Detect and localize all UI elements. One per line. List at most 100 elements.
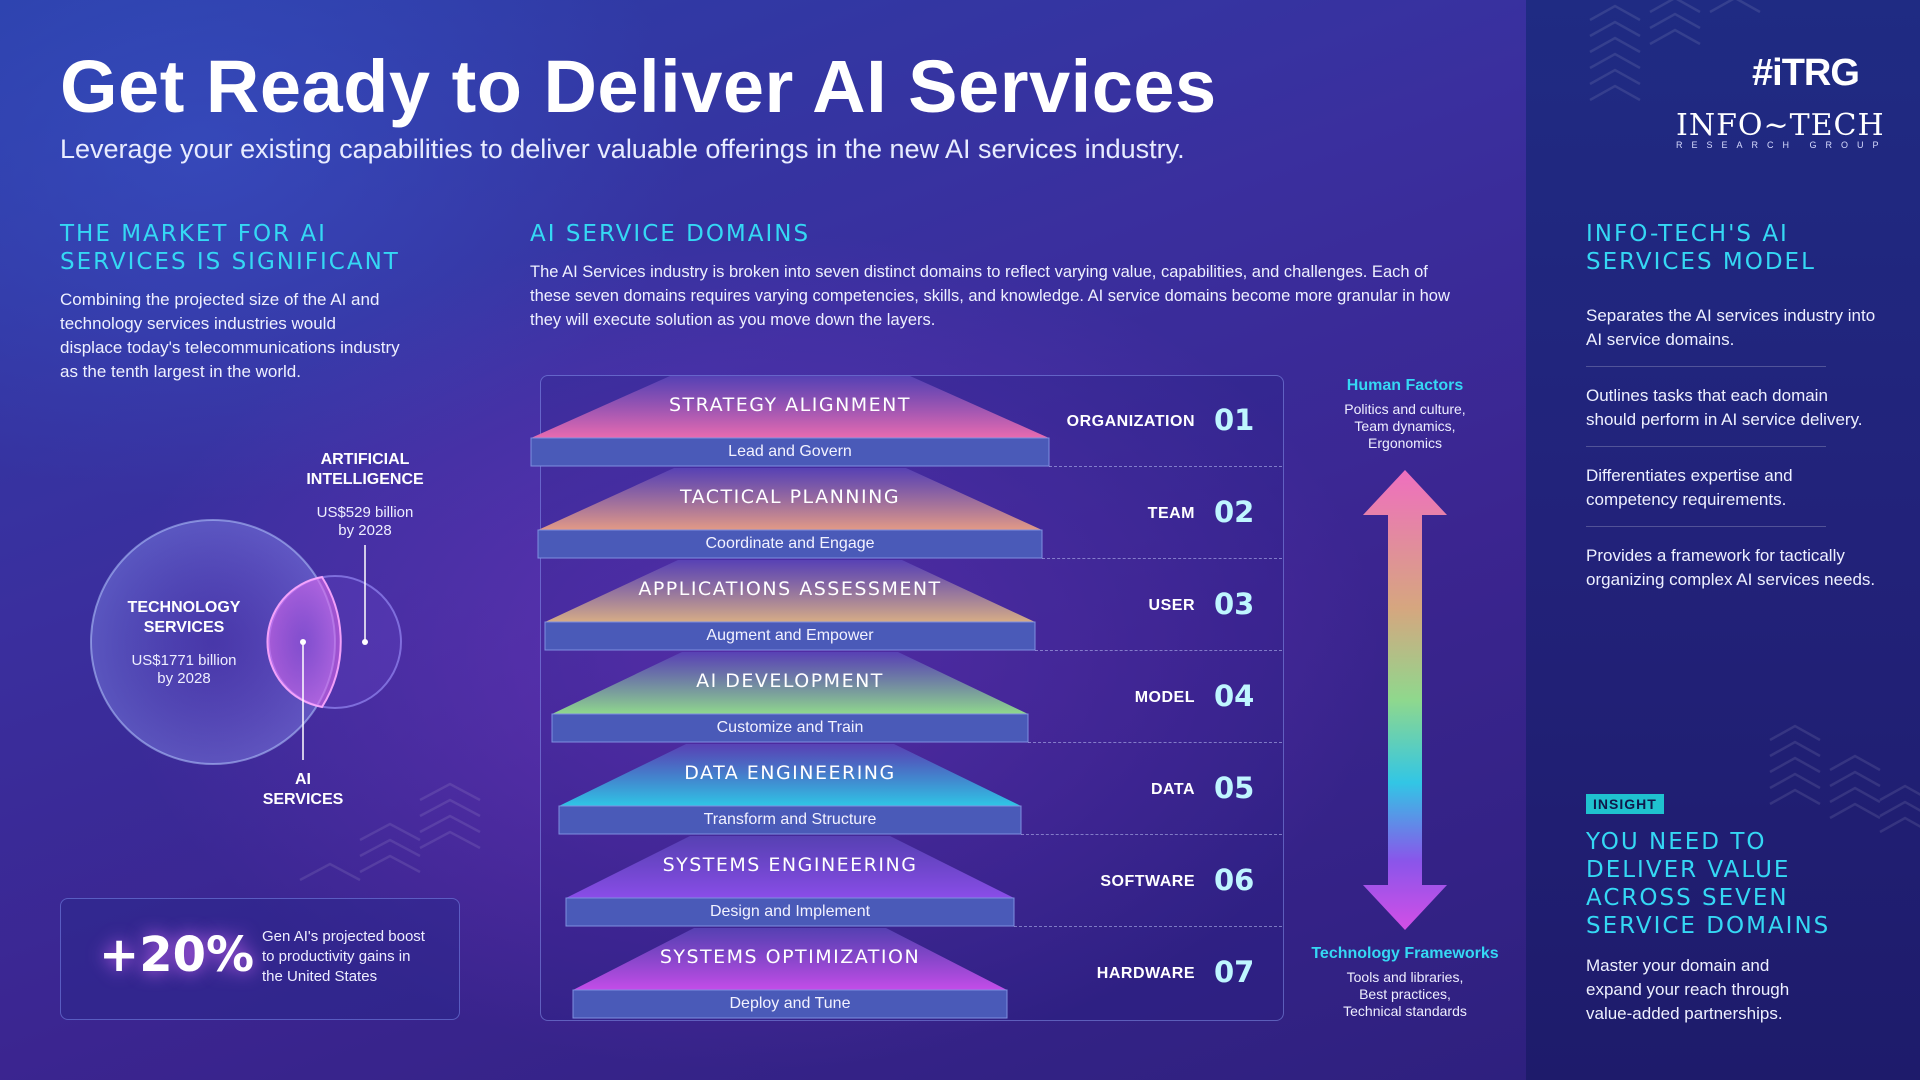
layer-subtitle: Lead and Govern: [728, 443, 852, 460]
model-divider: [1586, 526, 1826, 527]
domain-label: MODEL: [1134, 689, 1195, 706]
right-panel: [1526, 0, 1920, 1080]
pyramid-layer-shape: [558, 744, 1022, 835]
domain-label: USER: [1148, 597, 1195, 614]
domain-label: DATA: [1150, 781, 1195, 798]
domain-label: SOFTWARE: [1100, 873, 1195, 890]
pyramid-layer-shape: [565, 836, 1015, 927]
insight-heading-line: SERVICE DOMAINS: [1586, 913, 1831, 939]
ai-services-label: AI SERVICES: [243, 770, 363, 810]
layer-subtitle: Transform and Structure: [703, 811, 877, 828]
insight-heading-line: YOU NEED TO: [1586, 829, 1767, 855]
venn-label: SERVICES: [143, 619, 225, 636]
pyramid-layer-shape: [537, 468, 1043, 559]
model-divider: [1586, 366, 1826, 367]
technology-frameworks-line: Technical standards: [1343, 1003, 1467, 1019]
human-factors-line: Team dynamics,: [1354, 418, 1456, 434]
venn-value: by 2028: [157, 670, 211, 687]
layer-divider: [1014, 926, 1282, 927]
human-factors-line: Politics and culture,: [1344, 401, 1466, 417]
model-item: Outlines tasks that each domain should p…: [1586, 386, 1863, 429]
layer-divider: [1049, 466, 1282, 467]
insight-body: Master your domain and expand your reach…: [1586, 956, 1790, 1023]
layer-subtitle: Coordinate and Engage: [705, 535, 875, 552]
domain-number: 04: [1214, 679, 1255, 713]
layer-name: SYSTEMS OPTIMIZATION: [659, 946, 921, 968]
venn-diagram: [90, 519, 402, 765]
layer-name: TACTICAL PLANNING: [679, 486, 901, 508]
layer-subtitle: Augment and Empower: [706, 627, 874, 644]
technology-services-value: US$1771 billion by 2028: [104, 652, 264, 688]
insight-heading-line: ACROSS SEVEN: [1586, 885, 1789, 911]
model-heading-line: SERVICES MODEL: [1586, 249, 1816, 275]
pyramid-layer-shape: [572, 928, 1008, 1019]
technology-frameworks-block: Technology Frameworks Tools and librarie…: [1295, 945, 1515, 1020]
layer-divider: [1021, 834, 1282, 835]
venn-value: US$529 billion: [316, 504, 414, 521]
domain-label: HARDWARE: [1096, 965, 1195, 982]
double-arrow: [1363, 470, 1447, 930]
model-heading-line: INFO-TECH'S AI: [1586, 221, 1789, 247]
venn-value: by 2028: [338, 522, 392, 539]
venn-label: SERVICES: [262, 791, 344, 808]
domains-heading: AI SERVICE DOMAINS: [530, 221, 811, 247]
market-body: Combining the projected size of the AI a…: [60, 290, 400, 381]
layer-name: APPLICATIONS ASSESSMENT: [638, 578, 942, 600]
domain-number: 06: [1214, 863, 1255, 897]
pyramid-layer-shape: [530, 376, 1050, 467]
page-subtitle: Leverage your existing capabilities to d…: [60, 134, 1185, 164]
layer-subtitle: Customize and Train: [716, 719, 864, 736]
model-item: Differentiates expertise and competency …: [1586, 466, 1793, 509]
venn-label: TECHNOLOGY: [127, 599, 241, 616]
technology-frameworks-title: Technology Frameworks: [1311, 945, 1499, 962]
domain-number: 02: [1214, 495, 1255, 529]
artificial-intelligence-value: US$529 billion by 2028: [290, 504, 440, 540]
technology-frameworks-line: Best practices,: [1359, 986, 1451, 1002]
venn-label: INTELLIGENCE: [306, 471, 424, 488]
layer-name: DATA ENGINEERING: [684, 762, 896, 784]
model-item: Separates the AI services industry into …: [1586, 306, 1876, 349]
domain-label: TEAM: [1147, 505, 1195, 522]
layer-name: STRATEGY ALIGNMENT: [669, 394, 911, 416]
stat-card: +20% Gen AI's projected boost to product…: [60, 898, 460, 1020]
layer-divider: [1042, 558, 1282, 559]
domain-label: ORGANIZATION: [1066, 413, 1195, 430]
human-factors-title: Human Factors: [1346, 377, 1464, 394]
artificial-intelligence-label: ARTIFICIAL INTELLIGENCE: [290, 450, 440, 490]
infotech-tagline: RESEARCH GROUP: [1676, 140, 1888, 150]
stat-value: +20%: [99, 927, 255, 983]
pyramid-layer-shape: [544, 560, 1036, 651]
itrg-logo: #iTRG: [1752, 52, 1860, 94]
market-heading-line: THE MARKET FOR AI: [60, 221, 327, 247]
pyramid-layer-shape: [551, 652, 1029, 743]
stat-description: Gen AI's projected boost to productivity…: [262, 928, 425, 985]
domains-intro: The AI Services industry is broken into …: [530, 263, 1450, 329]
market-heading: THE MARKET FOR AI SERVICES IS SIGNIFICAN…: [60, 220, 400, 276]
layer-name: AI DEVELOPMENT: [696, 670, 884, 692]
layer-subtitle: Design and Implement: [709, 903, 871, 920]
model-heading: INFO-TECH'S AI SERVICES MODEL: [1586, 220, 1816, 276]
market-heading-line: SERVICES IS SIGNIFICANT: [60, 249, 400, 275]
human-factors-line: Ergonomics: [1368, 435, 1442, 451]
domain-number: 01: [1214, 403, 1255, 437]
layer-divider: [1035, 650, 1282, 651]
model-item: Provides a framework for tactically orga…: [1586, 546, 1876, 589]
human-factors-block: Human Factors Politics and culture, Team…: [1305, 377, 1505, 452]
layer-divider: [1028, 742, 1282, 743]
insight-heading: YOU NEED TO DELIVER VALUE ACROSS SEVEN S…: [1586, 828, 1830, 940]
technology-frameworks-line: Tools and libraries,: [1346, 969, 1464, 985]
venn-label: ARTIFICIAL: [320, 451, 410, 468]
model-divider: [1586, 446, 1826, 447]
layer-name: SYSTEMS ENGINEERING: [662, 854, 918, 876]
domain-number: 07: [1214, 955, 1255, 989]
insight-badge: INSIGHT: [1586, 794, 1664, 814]
layer-subtitle: Deploy and Tune: [729, 995, 851, 1012]
venn-label: AI: [295, 771, 311, 788]
infotech-logo: INFO~TECH: [1676, 108, 1885, 143]
technology-services-label: TECHNOLOGY SERVICES: [104, 598, 264, 638]
page-title: Get Ready to Deliver AI Services: [60, 45, 1217, 128]
insight-heading-line: DELIVER VALUE: [1586, 857, 1791, 883]
domain-number: 05: [1214, 771, 1255, 805]
